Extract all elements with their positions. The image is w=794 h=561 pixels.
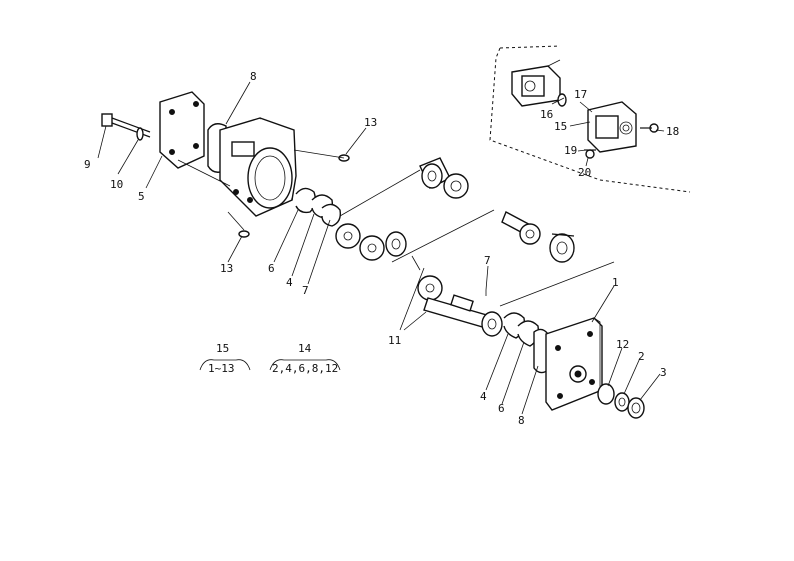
inset-boundary (489, 47, 691, 193)
inset-pump-unit (587, 101, 637, 153)
leader-lines (97, 81, 661, 415)
callout-6-right: 6 (498, 402, 505, 415)
inset-oring-16 (557, 93, 567, 107)
dowel-13-lower (238, 230, 250, 238)
callout-3: 3 (660, 366, 667, 379)
callout-7-left: 7 (302, 284, 309, 297)
bearing-7-right (481, 311, 503, 337)
callout-13-bottom: 13 (220, 262, 233, 275)
kit-15-range: 1~13 (208, 362, 235, 375)
callout-1: 1 (612, 276, 619, 289)
bearing-upper (419, 157, 451, 189)
washer-10 (136, 127, 144, 141)
driven-shaft (501, 211, 541, 245)
inset-boundary-top (499, 45, 561, 49)
inset-assembly-view (489, 45, 691, 193)
callout-labels: 8 13 9 10 5 13 6 4 7 11 7 1 12 2 3 4 6 8… (84, 70, 679, 427)
kit-15-number: 15 (216, 342, 229, 355)
callout-20: 20 (578, 166, 591, 179)
pump-body (219, 117, 297, 217)
callout-12: 12 (616, 338, 629, 351)
gear-middle (359, 235, 385, 261)
callout-4-right: 4 (480, 390, 487, 403)
callout-16: 16 (540, 108, 553, 121)
inset-washer-20 (585, 149, 595, 159)
callout-10: 10 (110, 178, 123, 191)
backup-ring-7-left (321, 203, 342, 227)
oring-12 (597, 383, 615, 405)
callout-5: 5 (138, 190, 145, 203)
kit-14-number: 14 (298, 342, 312, 355)
callout-18: 18 (666, 125, 679, 138)
kit-legend-15: 15 1~13 (199, 342, 251, 375)
front-cover-5 (159, 91, 205, 169)
callout-2: 2 (638, 350, 645, 363)
callout-19: 19 (564, 144, 577, 157)
snap-ring-3 (627, 397, 645, 419)
thrust-plate-middle (385, 231, 407, 257)
inset-drive-unit (511, 59, 561, 107)
callout-15-inset: 15 (554, 120, 567, 133)
assembly-lines (177, 149, 615, 307)
callout-7-right: 7 (484, 254, 491, 267)
callout-4-left: 4 (286, 276, 293, 289)
kit-legend-14: 14 2,4,6,8,12 (269, 342, 341, 375)
kit-14-range: 2,4,6,8,12 (272, 362, 338, 375)
driven-gear (443, 173, 469, 199)
bearing-middle (335, 223, 361, 249)
bearing-upper-right (549, 233, 575, 263)
callout-8-top: 8 (250, 70, 257, 83)
callout-8-bottom: 8 (518, 414, 525, 427)
callout-13-top: 13 (364, 116, 377, 129)
seal-2 (614, 392, 630, 412)
callout-6-left: 6 (268, 262, 275, 275)
rear-cover-1 (545, 317, 603, 411)
callout-17: 17 (574, 88, 587, 101)
drive-shaft-gear (417, 275, 491, 329)
callout-9: 9 (84, 158, 91, 171)
callout-11: 11 (388, 334, 401, 347)
